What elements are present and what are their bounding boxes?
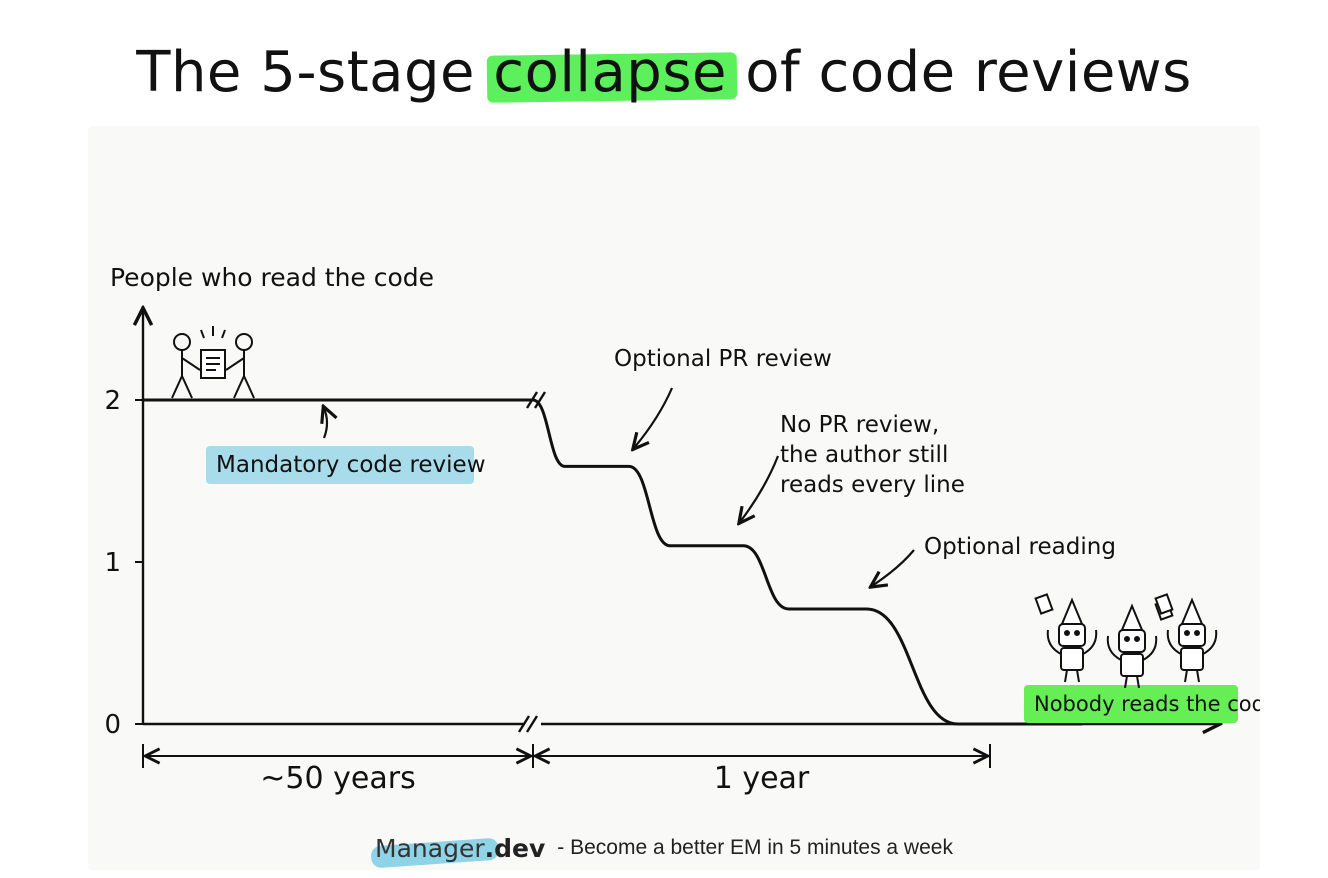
chart-panel: People who read the code 0 1 2 ~50 years 1 ye…	[88, 126, 1260, 870]
y-tick-label: 0	[104, 710, 121, 740]
y-tick-label: 2	[104, 386, 121, 416]
annotation-text: the author still	[780, 442, 948, 468]
page-title: The 5-stage collapse of code reviews	[0, 40, 1328, 105]
annotation-optional-reading: Optional reading	[872, 534, 1116, 586]
robot-eye	[1064, 630, 1070, 636]
annotation-nobody: Nobody reads the code	[1024, 685, 1260, 723]
robot-body	[1120, 653, 1144, 677]
robot-eye	[1194, 630, 1200, 636]
annotation-text: No PR review,	[780, 412, 939, 438]
series-break-mark	[533, 391, 547, 409]
robot-eye	[1074, 630, 1080, 636]
annotation-text: reads every line	[780, 472, 965, 498]
chart-axes: People who read the code 0 1 2 ~50 years 1 ye…	[104, 263, 1218, 796]
annotation-text: Optional reading	[924, 534, 1116, 560]
party-hat-icon	[1120, 603, 1144, 631]
annotation-text: Nobody reads the code	[1034, 692, 1260, 716]
robot-eye	[1124, 636, 1130, 642]
chart-illustrations	[171, 326, 1218, 689]
brand-logo[interactable]: Manager.dev	[375, 834, 545, 863]
robot-eye	[1134, 636, 1140, 642]
annotation-arrow	[740, 455, 780, 522]
confetti-icon	[1154, 593, 1174, 615]
robot-head	[1118, 629, 1146, 653]
party-hat-icon	[1060, 597, 1084, 625]
robot-leg	[1064, 669, 1068, 683]
annotation-box	[1024, 685, 1238, 723]
annotation-box	[206, 446, 474, 484]
robot-leg	[1136, 675, 1140, 689]
robot-arm	[1166, 629, 1182, 655]
x-axis-break-mark	[525, 715, 539, 733]
annotation-text: Optional PR review	[614, 346, 832, 372]
brand-suffix: .dev	[484, 833, 546, 863]
title-prefix: The 5-stage	[136, 40, 494, 105]
robot-leg	[1124, 675, 1128, 689]
robot-eye	[1184, 630, 1190, 636]
robot-arm	[1202, 629, 1218, 655]
robot-arm	[1142, 635, 1158, 661]
annotation-arrow	[324, 408, 327, 439]
annotation-no-pr: No PR review, the author still reads every…	[740, 412, 965, 522]
annotation-arrow	[634, 387, 674, 448]
robot-leg	[1196, 669, 1200, 683]
annotation-optional-pr: Optional PR review	[614, 346, 832, 448]
tagline: - Become a better EM in 5 minutes a week	[557, 836, 953, 859]
footer: Manager.dev - Become a better EM in 5 mi…	[0, 828, 1328, 868]
robot-icon	[1106, 599, 1174, 689]
people-reviewing-icon	[171, 326, 255, 399]
robot-leg	[1076, 669, 1080, 683]
series-line	[141, 398, 1083, 726]
robot-leg	[1184, 669, 1188, 683]
robot-arm	[1082, 629, 1098, 655]
robot-head	[1178, 623, 1206, 647]
chart-annotations: Mandatory code review Optional PR reviewN…	[206, 346, 1260, 723]
robot-arm	[1106, 635, 1122, 661]
confetti-icon	[1034, 593, 1054, 615]
robot-icon	[1034, 593, 1098, 683]
title-highlight: collapse	[493, 40, 727, 105]
party-hat-icon	[1180, 597, 1204, 625]
y-axis-label: People who read the code	[110, 263, 434, 292]
robot-icon	[1154, 593, 1218, 683]
chart-svg: People who read the code 0 1 2 ~50 years 1 ye…	[104, 263, 1260, 796]
y-tick-label: 1	[104, 548, 121, 578]
x-axis-break-mark	[517, 715, 531, 733]
annotation-mandatory: Mandatory code review	[206, 408, 486, 484]
x-segment-label: 1 year	[714, 761, 810, 796]
robot-arm	[1046, 629, 1062, 655]
robot-body	[1060, 647, 1084, 671]
robot-body	[1180, 647, 1204, 671]
robot-head	[1058, 623, 1086, 647]
brand-name: Manager	[375, 833, 485, 863]
title-suffix: of code reviews	[726, 40, 1192, 105]
chart-series	[141, 398, 1083, 726]
x-segment-label: ~50 years	[260, 761, 415, 796]
annotation-arrow	[872, 549, 915, 586]
celebrating-robots-icon	[1034, 593, 1218, 689]
annotation-text: Mandatory code review	[216, 452, 486, 478]
